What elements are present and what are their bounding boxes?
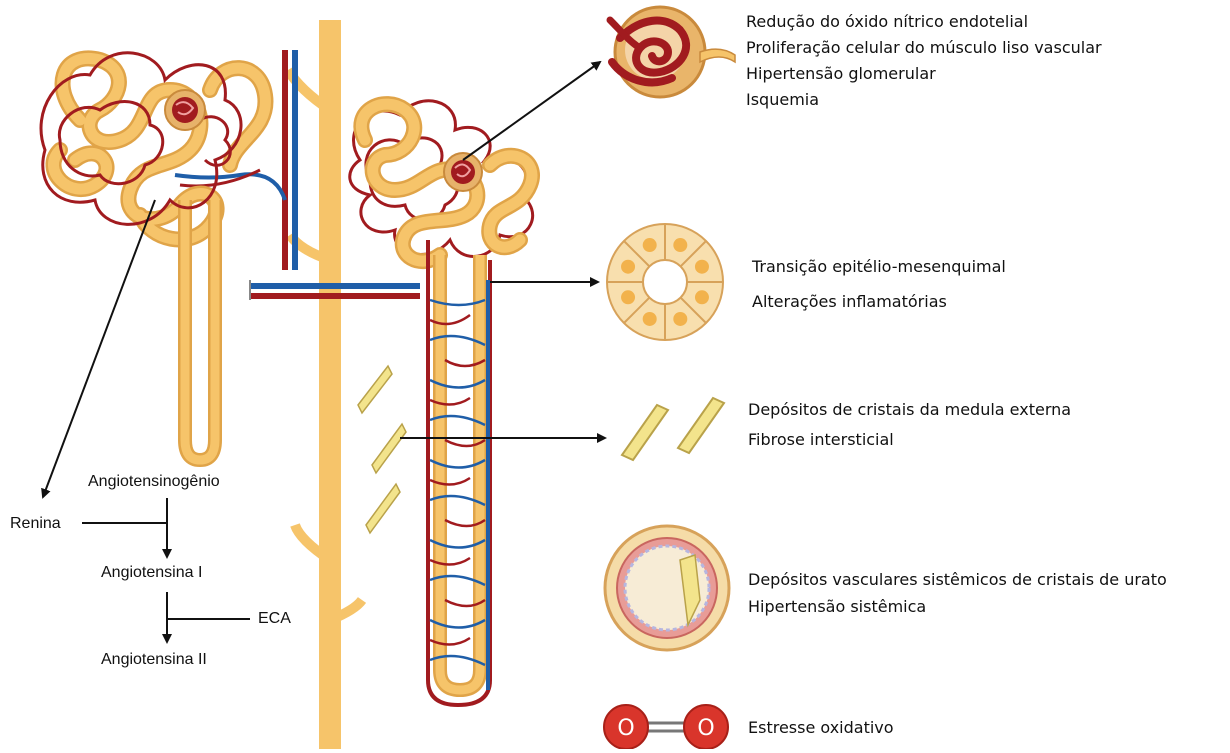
crystals-text-2: Fibrose intersticial: [748, 428, 894, 452]
vascular-text-2: Hipertensão sistêmica: [748, 595, 926, 619]
vascular-text-1: Depósitos vasculares sistêmicos de crist…: [748, 568, 1167, 592]
left-nephron: [41, 53, 265, 460]
collecting-duct: [288, 20, 362, 749]
cascade-arrow: [43, 200, 155, 497]
cascade-eca: ECA: [258, 609, 291, 629]
cascade-renin: Renina: [10, 514, 61, 534]
glomerulus-arrow: [463, 62, 600, 160]
cell-nucleus: [695, 260, 709, 274]
cell-nucleus: [643, 238, 657, 252]
crystals-text-1: Depósitos de cristais da medula externa: [748, 398, 1071, 422]
glomerulus-text-3: Hipertensão glomerular: [746, 62, 936, 86]
epithelium-text-2: Alterações inflamatórias: [752, 290, 947, 314]
cell-nucleus: [673, 238, 687, 252]
medulla-crystals: [358, 366, 406, 533]
cell-nucleus: [621, 290, 635, 304]
cell-nucleus: [673, 312, 687, 326]
cell-nucleus: [643, 312, 657, 326]
crystals-inset: [622, 398, 724, 460]
right-nephron: [350, 101, 533, 705]
glomerulus-text-4: Isquemia: [746, 88, 819, 112]
oxidative-text: Estresse oxidativo: [748, 716, 894, 740]
glomerulus-inset: [610, 7, 735, 97]
vessel-inset: [605, 526, 729, 650]
tubule-lumen: [643, 260, 687, 304]
glomerulus-text-1: Redução do óxido nítrico endotelial: [746, 10, 1028, 34]
cascade-angiotensin-1: Angiotensina I: [101, 563, 202, 583]
cell-nucleus: [695, 290, 709, 304]
glomerulus-text-2: Proliferação celular do músculo liso vas…: [746, 36, 1102, 60]
cell-nucleus: [621, 260, 635, 274]
oxygen-atom-left: O: [617, 716, 634, 741]
epithelium-inset: [607, 224, 723, 340]
epithelium-text-1: Transição epitélio-mesenquimal: [752, 255, 1006, 279]
cascade-angiotensinogen: Angiotensinogênio: [88, 472, 220, 492]
cascade-angiotensin-2: Angiotensina II: [101, 650, 207, 670]
oxygen-molecule-icon: O O: [604, 705, 728, 749]
oxygen-atom-right: O: [697, 716, 714, 741]
